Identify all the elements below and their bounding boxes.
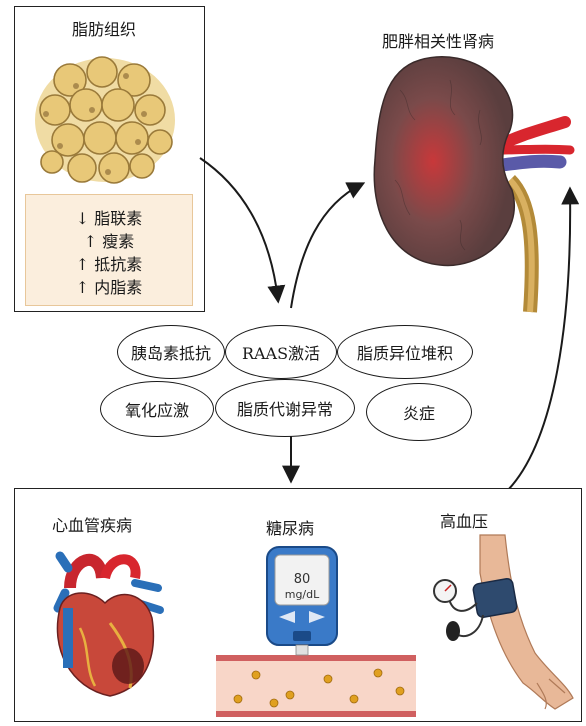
mechanism-inflammation: 炎症 [366,383,472,441]
hypertension-label: 高血压 [440,508,488,532]
mechanism-ectopic-lipid: 脂质异位堆积 [337,325,473,379]
vessel-illustration [216,655,416,717]
adipose-to-mechanisms-arrow [200,158,278,300]
cardiovascular-disease-label: 心血管疾病 [52,512,132,536]
mechanisms-to-kidney-arrow [291,184,362,308]
mechanism-lipid-metabolism: 脂质代谢异常 [215,379,355,437]
mechanism-raas-activation: RAAS激活 [225,325,337,379]
mechanism-insulin-resistance: 胰岛素抵抗 [117,325,225,379]
glucose-unit: mg/dL [275,588,329,601]
glucose-value: 80 [275,572,329,587]
hypertension-to-kidney-arrow [508,190,570,490]
blood-pressure-arm-illustration [425,533,575,713]
heart-illustration [40,548,170,698]
diabetes-label: 糖尿病 [266,515,314,539]
mechanism-oxidative-stress: 氧化应激 [100,381,214,437]
